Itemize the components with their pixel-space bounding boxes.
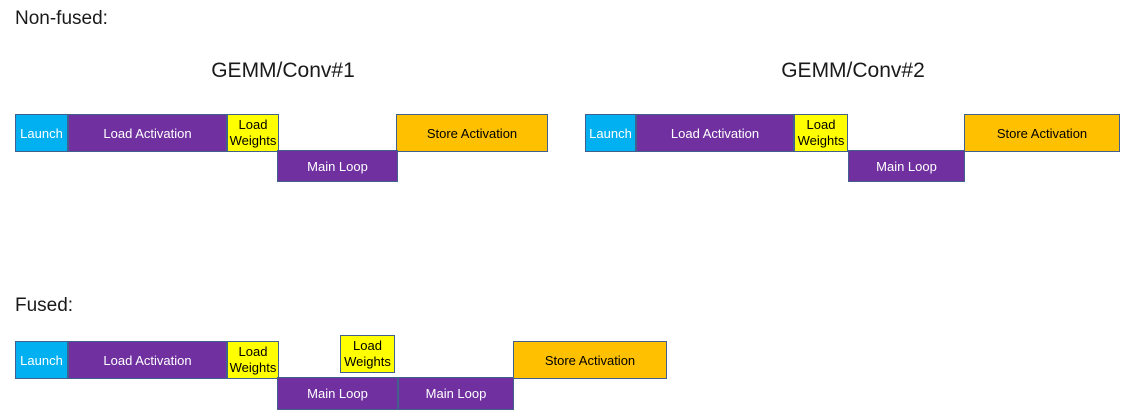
bar-store-activation: Store Activation — [396, 114, 548, 152]
bar-label: Load Weights — [344, 338, 391, 369]
bar-label: Load Weights — [797, 117, 845, 148]
bar-main-loop: Main Loop — [277, 377, 398, 410]
bar-label: Main Loop — [425, 386, 487, 401]
bar-load-weights: Load Weights — [227, 114, 279, 152]
bar-launch: Launch — [15, 114, 68, 152]
bar-label: Load Activation — [103, 125, 192, 141]
bar-main-loop: Main Loop — [848, 150, 965, 182]
bar-label: Store Activation — [544, 352, 636, 368]
bar-load-weights: Load Weights — [227, 341, 279, 379]
bar-load-weights: Load Weights — [340, 335, 395, 373]
bar-launch: Launch — [585, 114, 636, 152]
group-title: GEMM/Conv#1 — [211, 59, 355, 82]
bar-label: Load Weights — [229, 344, 277, 375]
bar-label: Launch — [20, 125, 63, 141]
bar-store-activation: Store Activation — [964, 114, 1120, 152]
bar-load-activation: Load Activation — [636, 114, 794, 152]
bar-label: Store Activation — [426, 125, 518, 141]
bar-load-activation: Load Activation — [68, 114, 227, 152]
bar-main-loop: Main Loop — [277, 150, 398, 182]
bar-label: Load Weights — [229, 117, 277, 148]
bar-main-loop: Main Loop — [398, 377, 514, 410]
bar-label: Load Activation — [103, 352, 192, 368]
bar-store-activation: Store Activation — [513, 341, 667, 379]
section-label-fused: Fused: — [15, 295, 74, 316]
bar-launch: Launch — [15, 341, 68, 379]
bar-label: Main Loop — [307, 158, 368, 174]
bar-label: Main Loop — [876, 158, 937, 174]
bar-load-activation: Load Activation — [68, 341, 227, 379]
bar-label: Main Loop — [307, 386, 368, 401]
section-label-non-fused: Non-fused: — [15, 8, 108, 29]
bar-load-weights: Load Weights — [794, 114, 848, 152]
bar-label: Launch — [20, 352, 63, 368]
bar-label: Launch — [589, 125, 632, 141]
bar-label: Store Activation — [996, 125, 1088, 141]
group-title: GEMM/Conv#2 — [781, 59, 925, 82]
bar-label: Load Activation — [670, 125, 760, 141]
